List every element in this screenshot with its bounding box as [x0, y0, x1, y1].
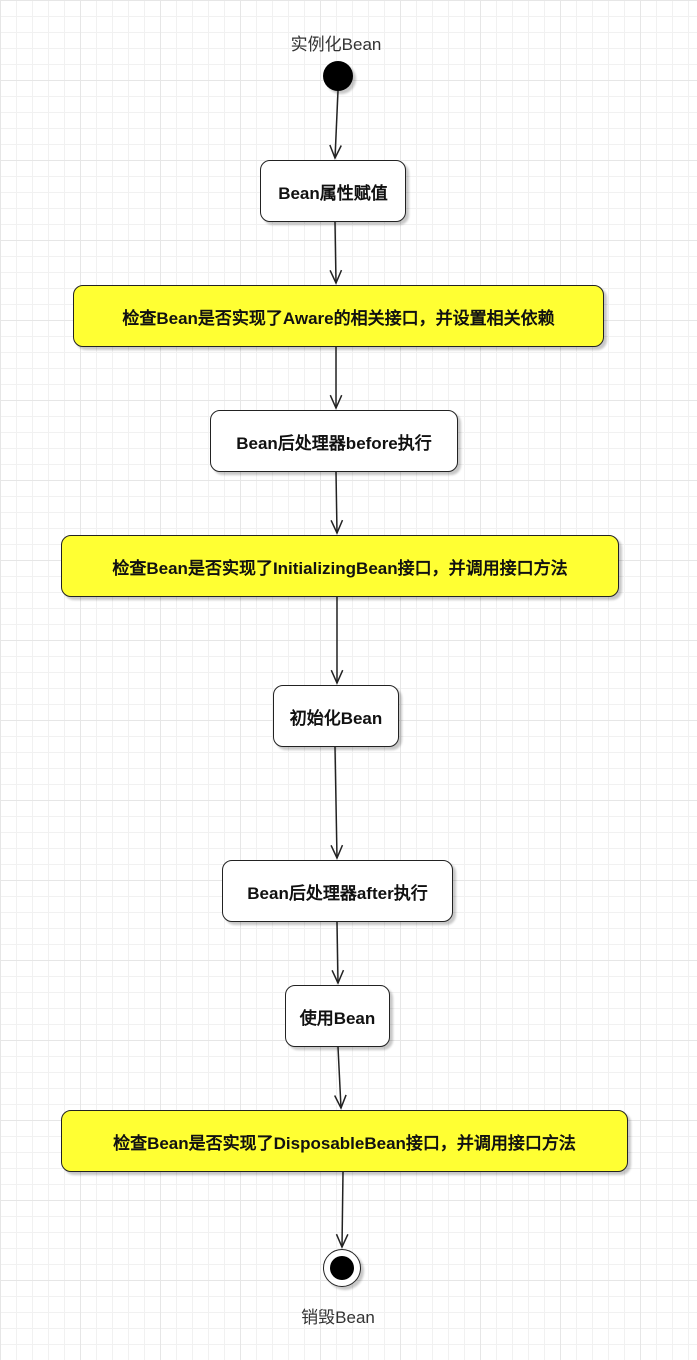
start-label: 实例化Bean	[290, 35, 382, 54]
flow-arrowhead-4	[330, 519, 344, 535]
flow-arrow-7	[336, 921, 339, 984]
flow-arrow-6	[334, 746, 338, 859]
flow-arrowhead-9	[335, 1233, 349, 1249]
step-check-aware-interfaces: 检查Bean是否实现了Aware的相关接口，并设置相关依赖	[73, 285, 604, 347]
step-use-bean: 使用Bean	[285, 985, 390, 1047]
step-check-initializingbean: 检查Bean是否实现了InitializingBean接口，并调用接口方法	[61, 535, 619, 597]
final-state-dot	[330, 1256, 354, 1280]
flow-arrowhead-2	[329, 269, 343, 285]
flow-arrowhead-6	[330, 844, 344, 860]
flow-arrowhead-7	[331, 969, 345, 985]
flow-arrowhead-8	[334, 1094, 347, 1110]
flow-arrowhead-1	[329, 144, 342, 160]
flow-arrowhead-5	[330, 669, 344, 685]
end-label: 销毁Bean	[301, 1308, 375, 1327]
flow-arrow-9	[341, 1171, 344, 1248]
flow-arrowhead-3	[329, 394, 343, 410]
flow-arrow-8	[337, 1046, 342, 1109]
step-check-disposablebean: 检查Bean是否实现了DisposableBean接口，并调用接口方法	[61, 1110, 628, 1172]
step-postprocessor-before: Bean后处理器before执行	[210, 410, 458, 472]
step-bean-property-assignment: Bean属性赋值	[260, 160, 406, 222]
flow-arrow-2	[334, 221, 337, 284]
flow-arrow-4	[335, 471, 338, 534]
flow-arrow-1	[334, 90, 339, 159]
step-postprocessor-after: Bean后处理器after执行	[222, 860, 453, 922]
initial-state-dot	[323, 61, 353, 91]
final-state-ring	[323, 1249, 361, 1287]
step-initialize-bean: 初始化Bean	[273, 685, 399, 747]
